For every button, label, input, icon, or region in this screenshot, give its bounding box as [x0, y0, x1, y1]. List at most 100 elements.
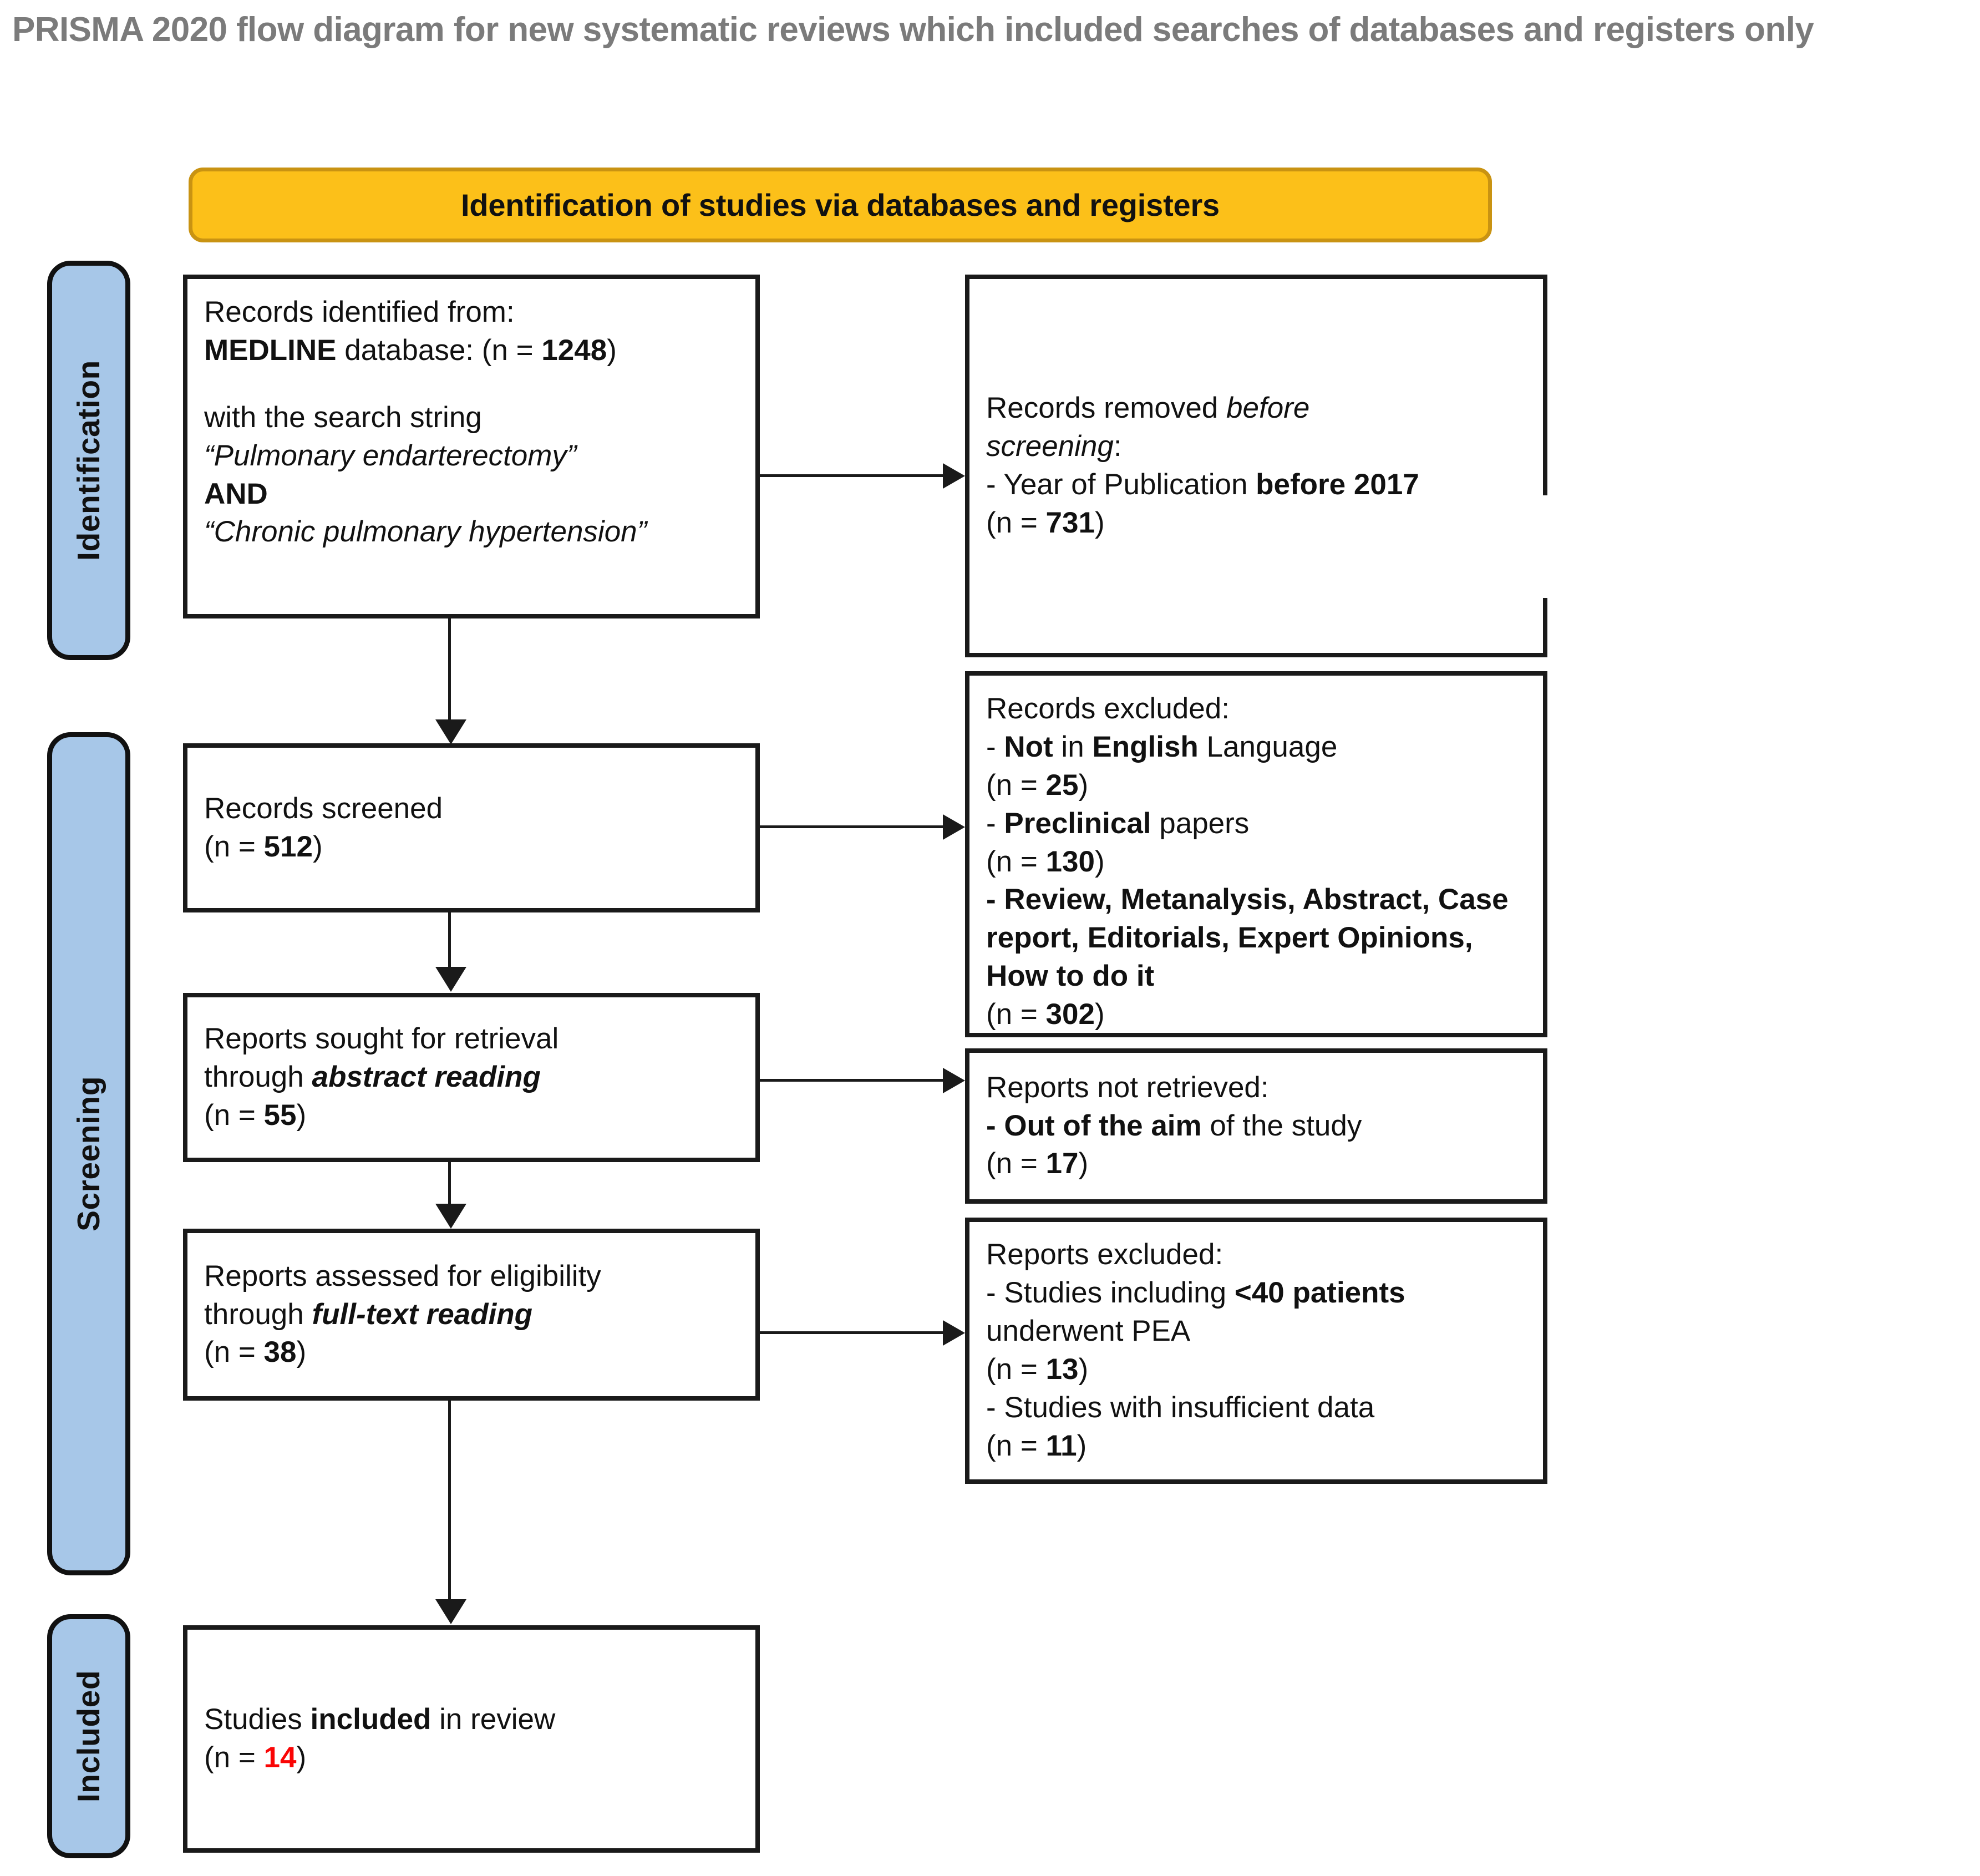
not-retrieved-dash: - — [986, 1109, 1004, 1142]
medline-count: 1248 — [541, 333, 607, 367]
arrowhead-screened-to-excluded — [943, 814, 965, 840]
year-of-publication-bold: before 2017 — [1256, 468, 1419, 501]
studies-included-line1: Studies included in review — [204, 1701, 739, 1739]
search-operator-and: AND — [204, 477, 268, 510]
excluded-item-2-n-open: (n = — [986, 845, 1046, 878]
box-records-screened: Records screened (n = 512) — [183, 743, 760, 912]
excluded-item-1-n-close: ) — [1078, 768, 1089, 802]
reports-assessed-full-text-reading: full-text reading — [312, 1297, 533, 1331]
not-retrieved-n-close: ) — [1078, 1147, 1089, 1180]
excluded-item-1-bold-english: English — [1092, 730, 1199, 763]
reports-excluded-heading: Reports excluded: — [986, 1238, 1223, 1271]
reports-sought-n-close: ) — [296, 1098, 307, 1132]
box-reports-sought: Reports sought for retrieval through abs… — [183, 993, 760, 1162]
stage-label-identification: Identification — [71, 360, 106, 561]
medline-label: MEDLINE — [204, 333, 337, 367]
reports-not-retrieved-heading: Reports not retrieved: — [986, 1071, 1269, 1104]
records-screened-n-close: ) — [312, 830, 323, 863]
records-excluded-item-2-count: (n = 130) — [986, 843, 1526, 881]
reports-excluded-item-1-tail: underwent PEA — [986, 1315, 1191, 1348]
reports-excluded-item-2-text: Studies with insufficient data — [1004, 1391, 1375, 1424]
records-removed-count-line: (n = 731) — [986, 504, 1526, 542]
medline-database-text: database: (n = — [336, 333, 542, 367]
records-excluded-item-3-count: (n = 302) — [986, 996, 1526, 1033]
reports-sought-count-line: (n = 55) — [204, 1097, 739, 1135]
reports-excluded-item-2-count: 11 — [1045, 1429, 1077, 1462]
excluded-item-1-mid: in — [1053, 730, 1093, 763]
excluded-item-2-count: 130 — [1045, 845, 1095, 878]
records-screened-n-open: (n = — [204, 830, 264, 863]
records-excluded-item-3: - Review, Metanalysis, Abstract, Case re… — [986, 881, 1526, 996]
search-term-2: “Chronic pulmonary hypertension” — [204, 515, 647, 549]
arrowhead-sought-to-not-retrieved — [943, 1068, 965, 1093]
excluded-item-3-dash: - — [986, 883, 1004, 916]
arrowhead-assessed-to-included — [435, 1599, 466, 1624]
reports-assessed-line1: Reports assessed for eligibility — [204, 1259, 601, 1292]
box-studies-included: Studies included in review (n = 14) — [183, 1625, 760, 1853]
excluded-item-1-tail: Language — [1198, 730, 1338, 763]
excluded-item-1-dash: - — [986, 730, 1004, 763]
year-of-publication-text: - Year of Publication — [986, 468, 1256, 501]
records-removed-before-italic: before — [1226, 392, 1310, 425]
excluded-item-1-bold-not: Not — [1004, 730, 1053, 763]
stage-bar-screening: Screening — [47, 732, 130, 1575]
not-retrieved-bold-reason: Out of the aim — [1004, 1109, 1202, 1142]
studies-included-tail: in review — [431, 1703, 556, 1736]
reports-sought-through: through — [204, 1061, 312, 1094]
excluded-item-2-n-close: ) — [1094, 845, 1105, 878]
excluded-item-2-bold-preclinical: Preclinical — [1004, 807, 1151, 840]
not-retrieved-n-open: (n = — [986, 1147, 1046, 1180]
box-records-excluded: Records excluded: - Not in English Langu… — [965, 671, 1547, 1037]
connector-identified-to-screened — [448, 617, 451, 722]
medline-paren-close: ) — [607, 333, 617, 367]
box-records-removed-before-screening: Records removed before screening: - Year… — [965, 275, 1547, 657]
records-identified-line2: MEDLINE database: (n = 1248) — [204, 332, 739, 370]
reports-assessed-n-close: ) — [296, 1336, 307, 1369]
box-records-identified: Records identified from: MEDLINE databas… — [183, 275, 760, 618]
reports-assessed-n-open: (n = — [204, 1336, 264, 1369]
records-removed-screening-italic: screening — [986, 430, 1114, 463]
reports-sought-abstract-reading: abstract reading — [312, 1061, 541, 1094]
reports-excluded-item-2-n-close: ) — [1077, 1429, 1087, 1462]
not-retrieved-reason-tail: of the study — [1201, 1109, 1362, 1142]
records-screened-count-line: (n = 512) — [204, 828, 739, 866]
arrowhead-identified-to-screened — [435, 719, 466, 744]
reports-assessed-line2: through full-text reading — [204, 1296, 739, 1334]
reports-excluded-item-2-n-open: (n = — [986, 1429, 1046, 1462]
excluded-item-3-n-close: ) — [1094, 998, 1105, 1031]
reports-excluded-item-2-dash: - — [986, 1391, 1004, 1424]
arrowhead-sought-to-assessed — [435, 1204, 466, 1229]
reports-assessed-count-line: (n = 38) — [204, 1334, 739, 1372]
not-retrieved-count: 17 — [1045, 1147, 1079, 1180]
studies-included-pre: Studies — [204, 1703, 311, 1736]
reports-excluded-item-2-count: (n = 11) — [986, 1427, 1526, 1466]
search-term-1: “Pulmonary endarterectomy” — [204, 439, 577, 472]
records-removed-line1: Records removed before — [986, 389, 1526, 428]
reports-sought-line1: Reports sought for retrieval — [204, 1022, 559, 1056]
records-excluded-item-1-count: (n = 25) — [986, 767, 1526, 805]
records-screened-count: 512 — [263, 830, 313, 863]
arrowhead-assessed-to-reports-excluded — [943, 1320, 965, 1346]
records-removed-n-close: ) — [1094, 506, 1105, 539]
reports-not-retrieved-reason: - Out of the aim of the study — [986, 1107, 1526, 1145]
reports-excluded-item-1-count: 13 — [1045, 1353, 1079, 1386]
reports-excluded-item-1-count: (n = 13) — [986, 1351, 1526, 1389]
reports-sought-count: 55 — [263, 1098, 297, 1132]
spacer — [204, 370, 739, 399]
records-removed-line3: - Year of Publication before 2017 — [986, 466, 1526, 504]
connector-assessed-to-reports-excluded — [760, 1331, 943, 1334]
excluded-item-2-dash: - — [986, 807, 1004, 840]
excluded-item-2-mid: papers — [1151, 807, 1250, 840]
reports-excluded-item-2: - Studies with insufficient data — [986, 1389, 1526, 1427]
banner-label: Identification of studies via databases … — [460, 187, 1220, 222]
records-excluded-item-1: - Not in English Language — [986, 728, 1526, 767]
box-reports-assessed: Reports assessed for eligibility through… — [183, 1229, 760, 1401]
reports-assessed-through: through — [204, 1297, 312, 1331]
records-removed-colon: : — [1113, 430, 1122, 463]
records-removed-n-open: (n = — [986, 506, 1046, 539]
stage-label-screening: Screening — [71, 1076, 106, 1232]
records-excluded-item-2: - Preclinical papers — [986, 805, 1526, 843]
identification-banner: Identification of studies via databases … — [189, 168, 1492, 242]
reports-excluded-item-1-pre: Studies including — [1004, 1276, 1235, 1310]
